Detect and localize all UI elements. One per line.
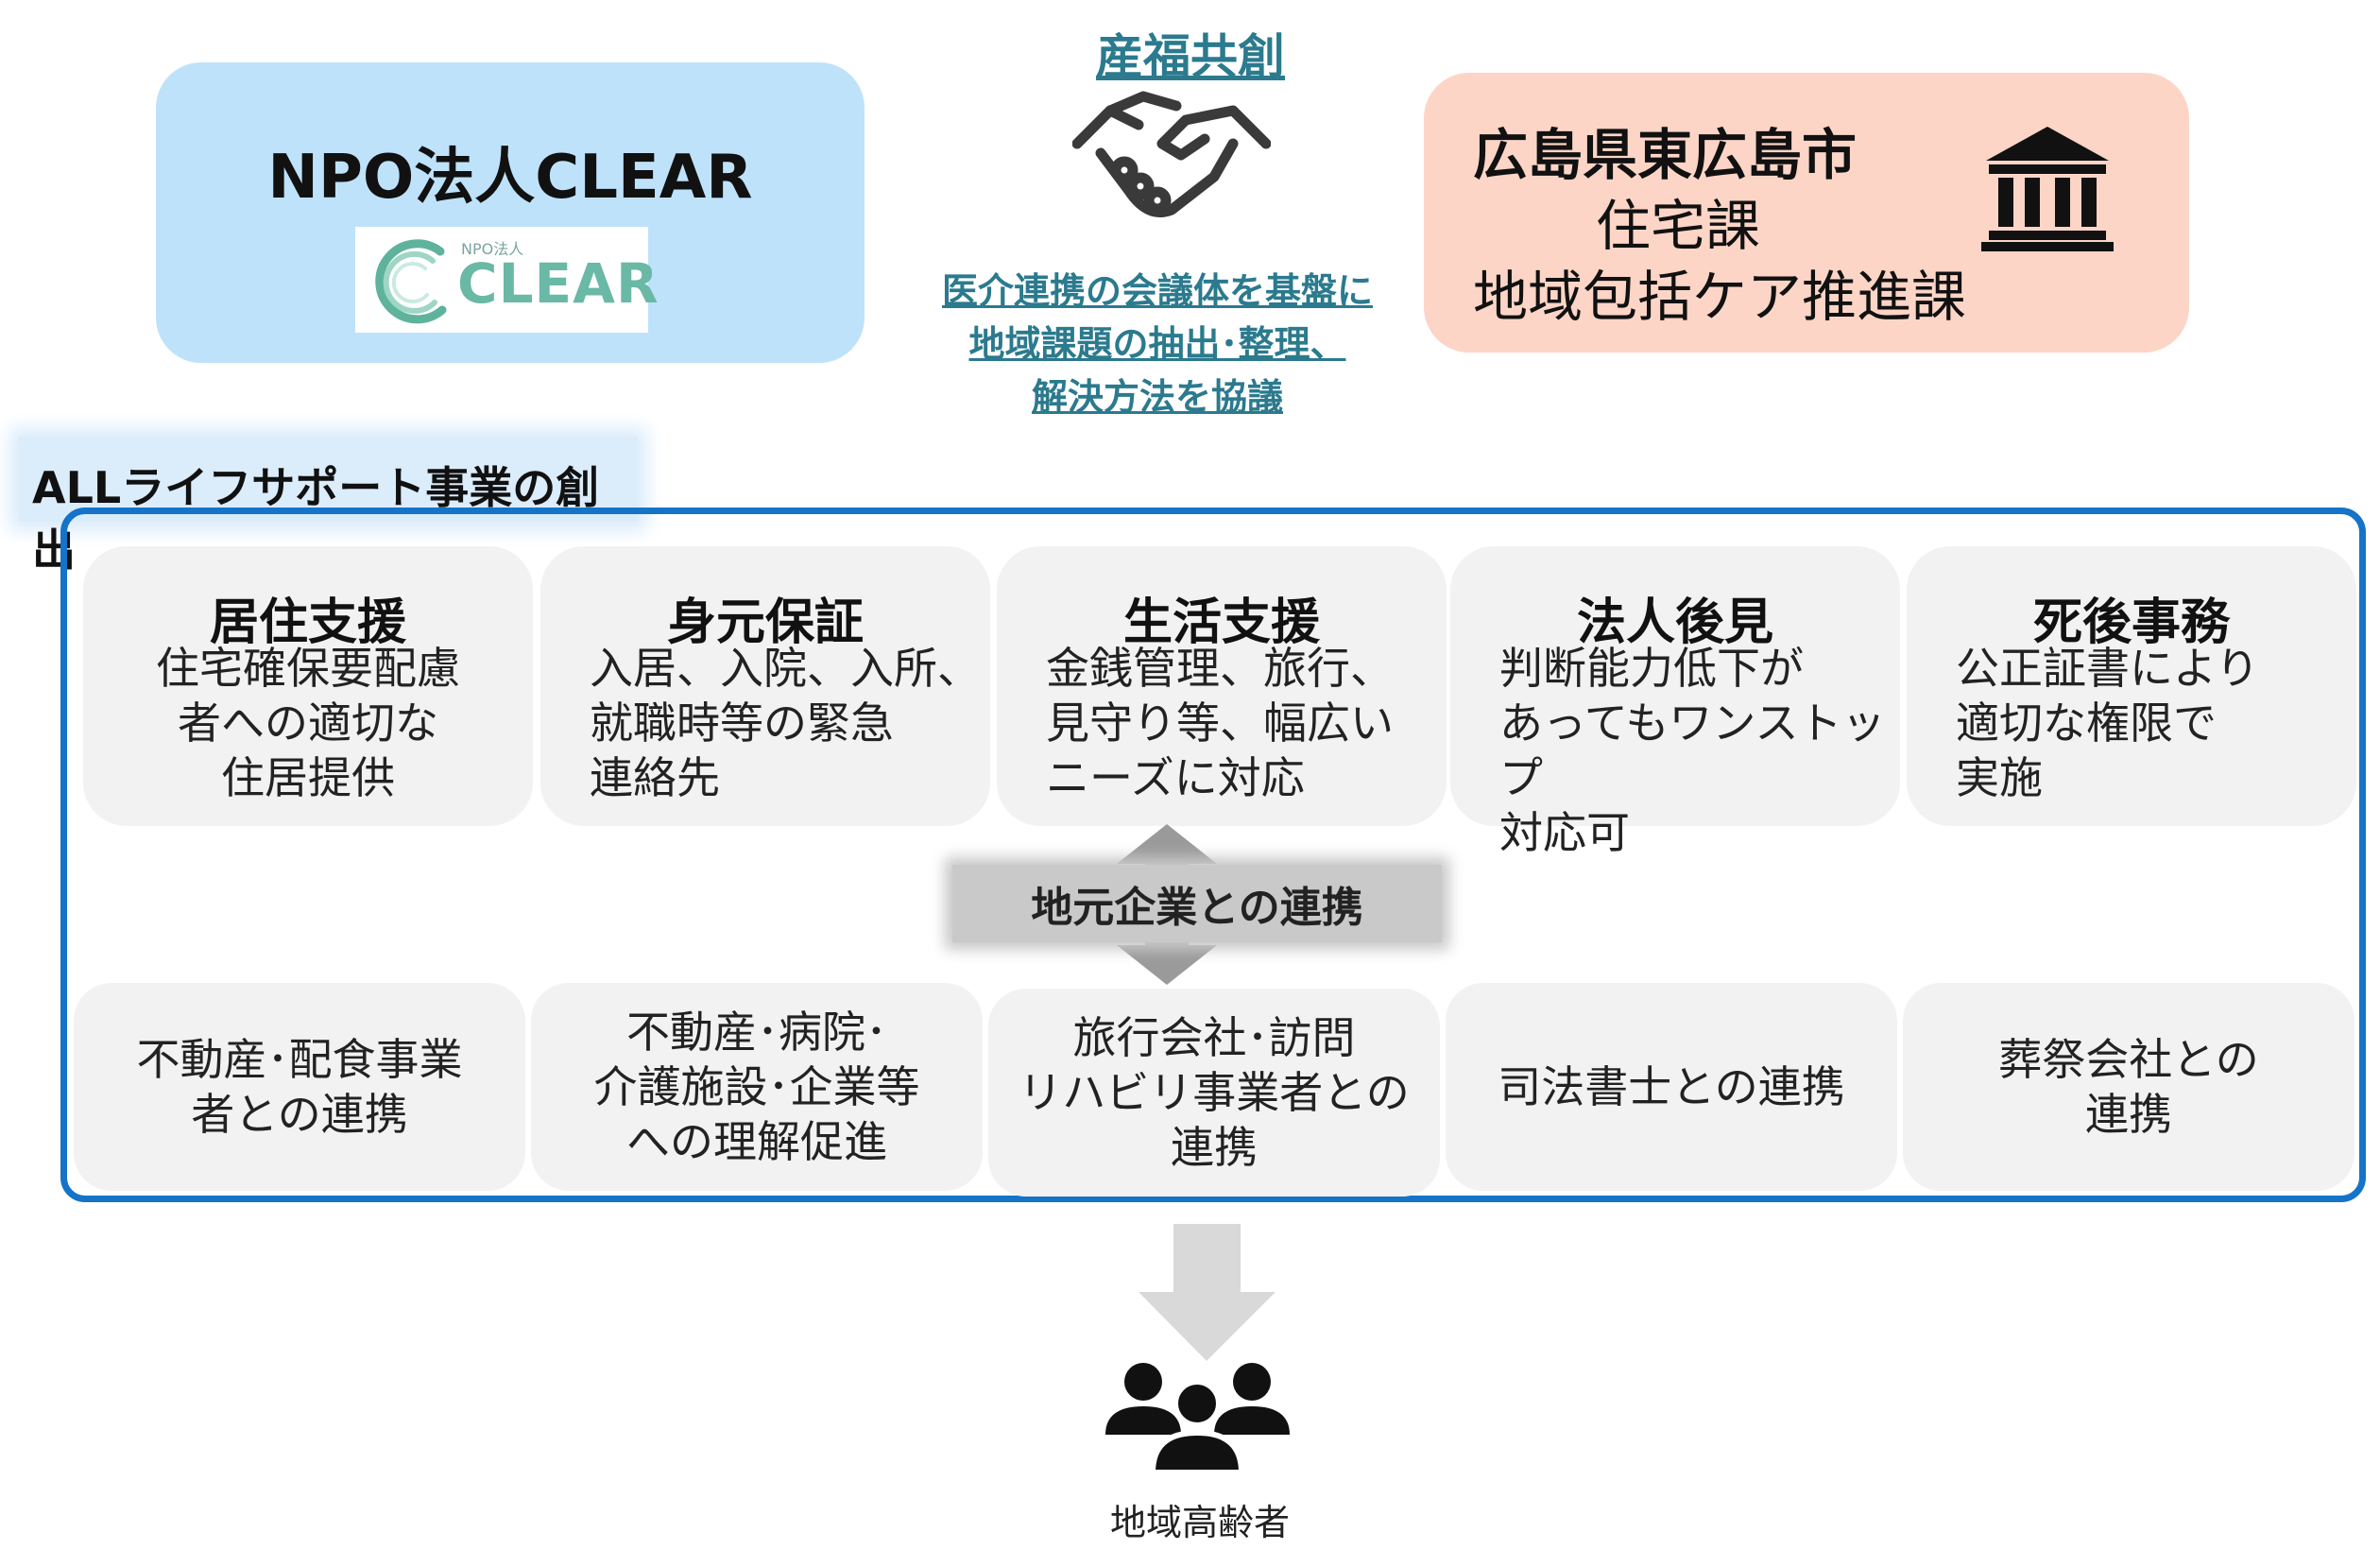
service-frame <box>60 508 2366 1202</box>
local-business-link-label: 地元企業との連携 <box>952 865 1442 942</box>
service-card-housing: 居住支援 住宅確保要配慮 者への適切な 住居提供 <box>83 546 533 826</box>
clear-logo-subtitle: NPO法人 <box>461 240 524 258</box>
service-card-afterlife: 死後事務 公正証書により 適切な権限で 実施 <box>1907 546 2356 826</box>
government-building-icon <box>1981 127 2114 251</box>
partner-text: 葬祭会社との 連携 <box>1998 1034 2259 1140</box>
clear-logo: NPO法人 CLEAR <box>355 227 659 333</box>
partner-text: 旅行会社･訪問 リハビリ事業者との 連携 <box>1019 1012 1410 1173</box>
section-label-text: ALLライフサポート事業の創出 <box>32 462 600 576</box>
service-card-guardianship: 法人後見 判断能力低下が あってもワンストップ 対応可 <box>1450 546 1900 858</box>
service-title: 身元保証 <box>666 594 864 651</box>
description-line-1: 医介連携の会議体を基盤に <box>941 270 1373 312</box>
description-line-3: 解決方法を協議 <box>1031 376 1283 418</box>
service-body: 住宅確保要配慮 者への適切な 住居提供 <box>156 643 460 803</box>
partner-card: 司法書士との連携 <box>1446 983 1897 1191</box>
city-dept-housing: 住宅課 <box>1596 194 1761 258</box>
beneficiary-label: 地域高齢者 <box>1109 1502 1290 1543</box>
service-card-living: 生活支援 金銭管理、旅行、 見守り等、幅広い ニーズに対応 <box>997 546 1447 826</box>
service-body: 金銭管理、旅行、 見守り等、幅広い ニーズに対応 <box>1046 643 1394 803</box>
service-title: 法人後見 <box>1576 594 1773 651</box>
service-title: 生活支援 <box>1122 594 1320 651</box>
people-group-icon <box>1105 1363 1290 1474</box>
clear-logo-text: CLEAR <box>457 251 659 316</box>
partner-text: 不動産･病院･ 介護施設･企業等 への理解促進 <box>593 1007 920 1167</box>
partner-card: 葬祭会社との 連携 <box>1903 983 2354 1191</box>
service-card-guarantee: 身元保証 入居、入院、入所、 就職時等の緊急 連絡先 <box>540 546 990 826</box>
clear-logo-swirl-icon <box>375 239 447 324</box>
collaboration-title: 産福共創 <box>1096 29 1285 84</box>
handshake-icon <box>1072 91 1271 217</box>
service-title: 死後事務 <box>2032 594 2230 651</box>
down-arrow-icon <box>1139 1224 1276 1361</box>
city-org-box: 広島県東広島市 住宅課 地域包括ケア推進課 <box>1424 73 2189 353</box>
partner-text: 司法書士との連携 <box>1498 1061 1845 1112</box>
partner-card: 不動産･病院･ 介護施設･企業等 への理解促進 <box>531 983 983 1191</box>
service-body: 公正証書により 適切な権限で 実施 <box>1956 643 2260 803</box>
collaboration-description: 医介連携の会議体を基盤に 地域課題の抽出･整理、 解決方法を協議 <box>898 265 1417 423</box>
service-title: 居住支援 <box>209 594 406 651</box>
npo-org-title: NPO法人CLEAR <box>267 143 753 213</box>
partner-card: 旅行会社･訪問 リハビリ事業者との 連携 <box>988 989 1440 1197</box>
service-body: 判断能力低下が あってもワンストップ 対応可 <box>1499 643 1886 858</box>
npo-org-box: NPO法人CLEAR NPO法人 CLEAR <box>156 62 865 363</box>
city-dept-care: 地域包括ケア推進課 <box>1473 265 1967 329</box>
partner-card: 不動産･配食事業 者との連携 <box>74 983 525 1191</box>
partner-text: 不動産･配食事業 者との連携 <box>136 1034 463 1140</box>
city-name: 広島県東広島市 <box>1473 123 1858 187</box>
service-body: 入居、入院、入所、 就職時等の緊急 連絡先 <box>590 643 981 803</box>
description-line-2: 地域課題の抽出･整理、 <box>968 323 1346 365</box>
